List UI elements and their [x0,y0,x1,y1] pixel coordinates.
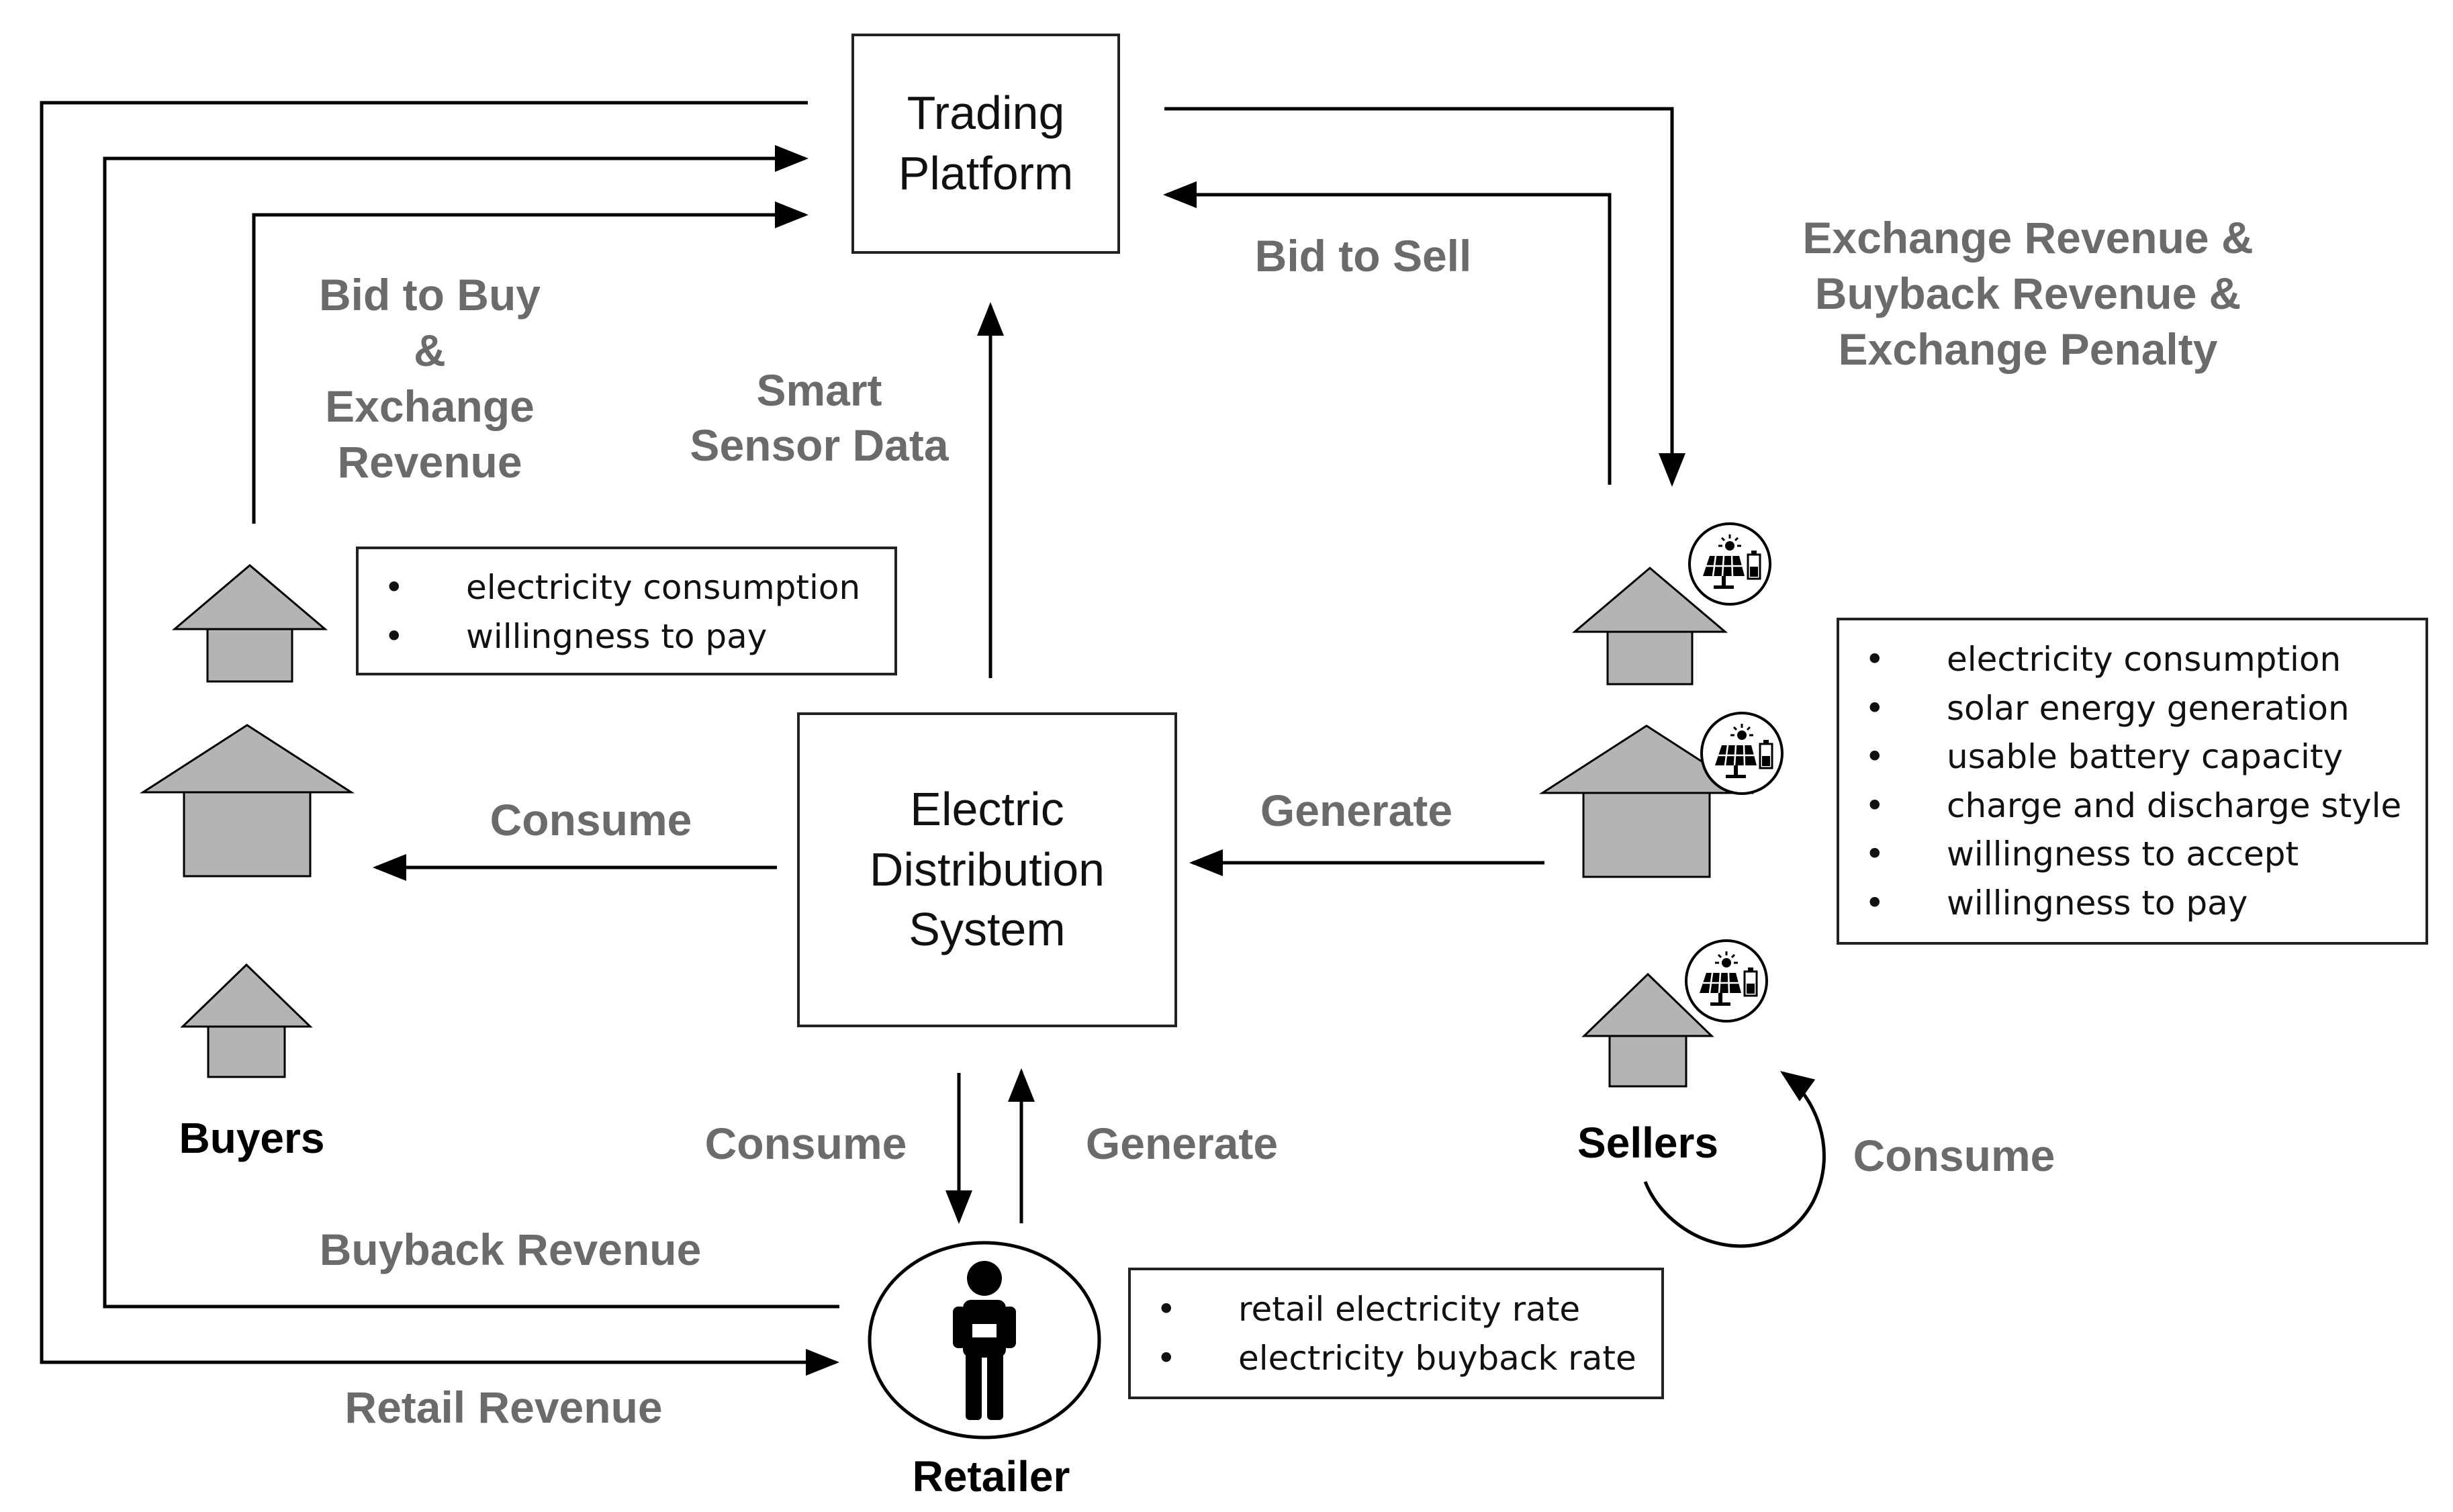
sellers-label: Sellers [1577,1119,1718,1167]
solar-panel-battery-icon [1700,712,1784,795]
solar-panel-battery-icon [1688,522,1771,606]
list-item: willingness to accept [1839,830,2425,879]
buyer-attributes-list: electricity consumption willingness to p… [359,563,894,661]
person-icon [953,1261,1016,1420]
retailer-generate-label: Generate [1085,1119,1279,1168]
bid-to-sell-label: Bid to Sell [1254,231,1472,281]
distribution-system-box [797,712,1177,1027]
retailer-attributes-list: retail electricity rate electricity buyb… [1131,1285,1661,1382]
buyers-label: Buyers [179,1114,325,1162]
buyer-attributes-box: electricity consumption willingness to p… [356,547,897,675]
buyback-revenue-label: Buyback Revenue [319,1225,702,1274]
bid-to-sell-arrow [1163,181,1612,485]
buyer-house-icon [181,963,312,1078]
retail-revenue-outer-line [40,101,839,1376]
solar-panel-battery-icon [1685,939,1768,1023]
seller-revenue-label: Exchange Revenue & Buyback Revenue & Exc… [1802,213,2254,374]
distribution-system-label: Electric Distribution System [869,783,1105,956]
retailer-consume-label: Consume [704,1119,907,1168]
retail-revenue-label: Retail Revenue [344,1382,663,1432]
seller-generate-label: Generate [1260,786,1453,835]
buyer-house-icon [173,564,326,683]
buyer-consume-label: Consume [490,795,692,845]
list-item: charge and discharge style [1839,782,2425,831]
bid-to-buy-arrow [252,201,808,524]
retailer-attributes-box: retail electricity rate electricity buyb… [1128,1268,1664,1399]
list-item: willingness to pay [359,612,894,661]
seller-self-consume-arrow [1643,1071,1826,1248]
list-item: willingness to pay [1839,879,2425,928]
smart-sensor-data-label: Smart Sensor Data [690,365,949,470]
seller-attributes-box: electricity consumption solar energy gen… [1837,618,2428,945]
buyback-revenue-line [103,145,839,1309]
list-item: electricity consumption [359,563,894,612]
list-item: electricity buyback rate [1131,1334,1661,1383]
seller-self-consume-label: Consume [1853,1131,2055,1180]
list-item: electricity consumption [1839,635,2425,684]
trading-platform-box [851,34,1120,254]
seller-revenue-arrow [1164,107,1685,487]
retailer-label: Retailer [912,1452,1070,1501]
list-item: usable battery capacity [1839,733,2425,782]
buyer-house-icon [142,724,353,878]
trading-platform-label: Trading Platform [898,87,1074,199]
seller-attributes-list: electricity consumption solar energy gen… [1839,635,2425,927]
bid-to-buy-label: Bid to Buy & Exchange Revenue [319,270,541,487]
list-item: retail electricity rate [1131,1285,1661,1334]
list-item: solar energy generation [1839,684,2425,733]
